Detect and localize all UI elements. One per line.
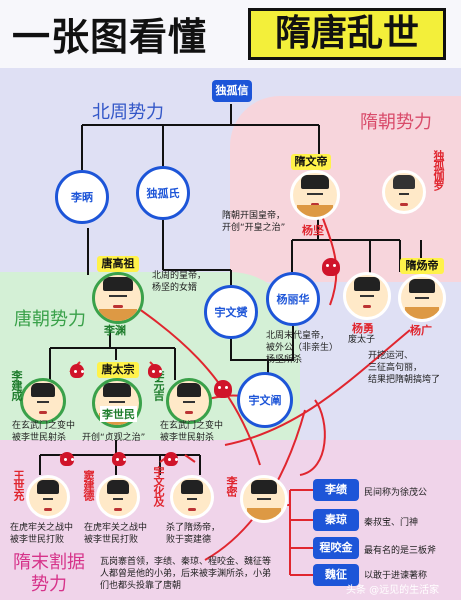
side-desc-1: 秦叔宝、门神: [364, 518, 419, 528]
note-li-shimin: 开创“贞观之治”: [82, 433, 146, 443]
name-dugu-jialuo: 独孤伽罗: [432, 150, 445, 190]
node-li-bing: 李昞: [55, 170, 109, 224]
skull-icon: [164, 452, 178, 466]
note-yang-yong: 废太子: [348, 335, 376, 345]
note-yuwen-chan: 北周末代皇帝， 被外公（非亲生） 杨坚所杀: [266, 331, 339, 365]
note-li-jiancheng: 在玄武门之变中 被李世民射杀: [12, 421, 76, 443]
name-yang-yong: 杨勇: [352, 322, 374, 335]
node-dugu-xin: 独孤信: [212, 80, 252, 102]
portrait-li-yuan: [92, 272, 144, 324]
watermark: 头条 @远见的生活家: [346, 585, 440, 596]
skull-icon: [322, 258, 340, 276]
name-yang-guang: 杨广: [410, 324, 432, 337]
region-label-late-sui: 隋末割据势力: [13, 552, 85, 595]
node-yang-lihua: 杨丽华: [266, 272, 320, 326]
note-dou-jiande: 在虎牢关之战中 被李世民打败: [84, 523, 148, 545]
region-label-sui: 隋朝势力: [360, 112, 432, 133]
portrait-yang-jian: [290, 170, 340, 220]
side-desc-3: 以敢于进谏著称: [364, 571, 428, 581]
side-name-0: 李绩: [313, 479, 359, 501]
note-yang-guang: 开挖运河、 三征高句丽， 结果把隋朝搞垮了: [368, 351, 441, 385]
skull-icon: [60, 452, 74, 466]
region-late-sui: [0, 440, 461, 600]
side-desc-2: 最有名的是三板斧: [364, 546, 437, 556]
note-yuwen-huaji: 杀了隋炀帝， 败于窦建德: [166, 523, 221, 545]
note-yang-jian: 隋朝开国皇帝， 开创“开皇之治”: [222, 211, 286, 233]
portrait-yuwen-huaji: [170, 475, 214, 519]
portrait-li-yuanji: [166, 378, 212, 424]
skull-icon: [112, 452, 126, 466]
skull-icon: [214, 380, 232, 398]
portrait-wang-shichong: [26, 475, 70, 519]
name-yuwen-huaji: 宇文化及: [152, 466, 165, 506]
skull-icon: [70, 364, 84, 378]
name-dou-jiande: 窦建德: [82, 470, 95, 500]
region-label-tang: 唐朝势力: [14, 309, 86, 330]
name-li-yuan: 李渊: [104, 324, 126, 337]
side-name-1: 秦琼: [313, 509, 359, 531]
side-name-2: 程咬金: [313, 537, 359, 559]
portrait-dugu-jialuo: [382, 170, 426, 214]
region-label-beizhou: 北周势力: [92, 102, 164, 123]
name-li-shimin: 李世民: [100, 406, 137, 422]
portrait-yang-guang: [398, 274, 446, 322]
portrait-li-jiancheng: [20, 378, 66, 424]
note-li-yuanji: 在玄武门之变中 被李世民射杀: [160, 421, 224, 443]
note-li-mi: 瓦岗寨首领，李绩、秦琼、程咬金、魏征等 人都曾是他的小弟，后来被李渊所杀，小弟 …: [100, 557, 272, 591]
node-yuwen-chan: 宇文阐: [237, 372, 293, 428]
node-yuwen-yun: 宇文赟: [204, 285, 258, 339]
name-li-jiancheng: 李建成: [10, 370, 23, 400]
name-yang-jian: 杨坚: [302, 224, 324, 237]
title-sui-wendi: 隋文帝: [291, 154, 331, 170]
name-wang-shichong: 王世充: [12, 470, 25, 500]
title-left: 一张图看懂: [12, 15, 208, 59]
node-dugu-shi: 独孤氏: [136, 166, 190, 220]
skull-icon: [148, 364, 162, 378]
side-name-3: 魏征: [313, 564, 359, 586]
portrait-li-mi: [240, 475, 288, 523]
portrait-dou-jiande: [96, 475, 140, 519]
note-yang-lihua: 北周的皇帝， 杨坚的女婿: [152, 271, 207, 293]
title-sui-yangdi: 隋炀帝: [400, 258, 444, 274]
note-wang-shichong: 在虎牢关之战中 被李世民打败: [10, 523, 74, 545]
title-highlight: 隋唐乱世: [248, 8, 446, 60]
portrait-yang-yong: [343, 272, 391, 320]
title-tang-taizong: 唐太宗: [97, 362, 139, 378]
title-tang-gaozu: 唐高祖: [97, 256, 139, 272]
name-li-mi: 李密: [225, 476, 238, 496]
side-desc-0: 民间称为徐茂公: [364, 488, 428, 498]
